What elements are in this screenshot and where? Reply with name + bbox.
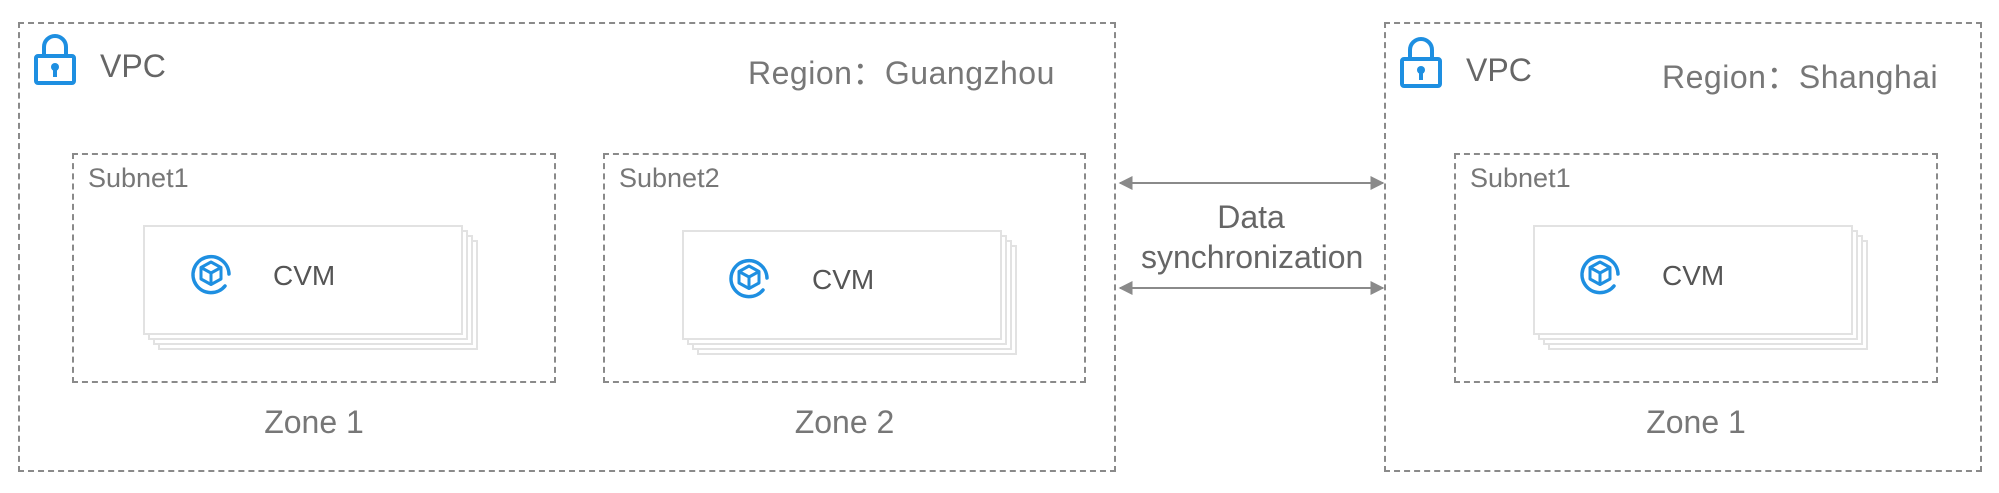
sync-label-line2: synchronization [1141, 239, 1364, 275]
cvm-cube-icon [729, 258, 769, 299]
vpc-title: VPC [100, 48, 166, 84]
zone-label: Zone 1 [264, 404, 364, 440]
sync-label-line1: Data [1217, 199, 1285, 235]
vpc-guangzhou [18, 22, 1116, 472]
cvm-label: CVM [273, 260, 336, 291]
vpc-shanghai [1384, 22, 1982, 472]
subnet-label: Subnet2 [619, 163, 720, 193]
cvm-cube-icon [191, 254, 231, 295]
cvm-card [682, 230, 1002, 340]
subnet-box [603, 153, 1086, 383]
lock-icon [1400, 37, 1442, 88]
cvm-card [1533, 225, 1853, 335]
zone-label: Zone 2 [794, 404, 895, 440]
lock-icon [34, 34, 76, 85]
region-label: Region：Guangzhou [748, 55, 1055, 91]
subnet-box [72, 153, 556, 383]
sync-label: Data synchronization [1141, 197, 1364, 277]
vpc-title: VPC [1466, 52, 1532, 88]
cvm-label: CVM [1662, 260, 1725, 291]
region-label: Region：Shanghai [1662, 59, 1939, 95]
subnet-label: Subnet1 [88, 163, 189, 193]
subnet-label: Subnet1 [1470, 163, 1571, 193]
subnet-box [1454, 153, 1938, 383]
cvm-cube-icon [1580, 254, 1620, 295]
zone-label: Zone 1 [1646, 404, 1746, 440]
cvm-label: CVM [812, 264, 875, 295]
cvm-card [143, 225, 463, 335]
